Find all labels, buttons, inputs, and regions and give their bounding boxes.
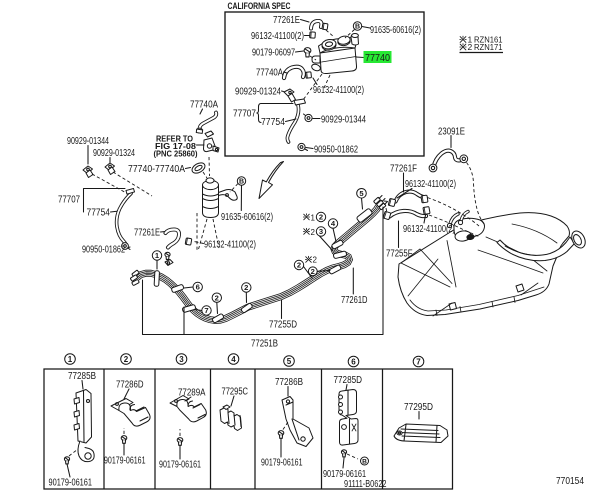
svg-text:90929-01324: 90929-01324 <box>93 148 135 159</box>
svg-text:6: 6 <box>196 283 200 292</box>
svg-text:90179-06097: 90179-06097 <box>252 48 295 59</box>
svg-text:77740A: 77740A <box>256 68 283 79</box>
svg-text:77255F: 77255F <box>386 249 413 260</box>
svg-text:90179-06161: 90179-06161 <box>159 460 201 471</box>
svg-text:77286B: 77286B <box>275 377 303 388</box>
svg-text:91635-60616(2): 91635-60616(2) <box>370 25 421 36</box>
svg-text:5: 5 <box>359 189 364 198</box>
svg-text:90179-06161: 90179-06161 <box>323 469 366 480</box>
svg-text:77754: 77754 <box>87 208 111 219</box>
svg-text:77251B: 77251B <box>251 339 278 350</box>
svg-text:2: 2 <box>319 213 323 222</box>
svg-text:B: B <box>355 24 360 31</box>
svg-text:1: 1 <box>68 355 73 364</box>
svg-text:77285B: 77285B <box>68 371 96 382</box>
svg-text:RZN161: RZN161 <box>474 35 503 45</box>
svg-text:91635-60616(2): 91635-60616(2) <box>221 212 273 223</box>
svg-text:77261F: 77261F <box>390 164 417 175</box>
svg-text:90179-06161: 90179-06161 <box>49 478 93 489</box>
svg-text:77261D: 77261D <box>341 295 368 306</box>
svg-text:23091E: 23091E <box>438 127 465 138</box>
svg-text:B: B <box>362 458 367 465</box>
svg-text:3: 3 <box>179 355 184 364</box>
svg-text:7: 7 <box>204 306 208 315</box>
svg-text:2: 2 <box>244 283 248 292</box>
svg-text:4: 4 <box>331 219 336 228</box>
svg-text:90950-01862: 90950-01862 <box>314 145 358 156</box>
svg-text:77740A: 77740A <box>190 100 218 111</box>
svg-text:1: 1 <box>468 35 473 45</box>
svg-text:RZN171: RZN171 <box>474 42 503 52</box>
svg-text:96132-41100(2): 96132-41100(2) <box>405 179 456 190</box>
svg-text:2: 2 <box>468 42 473 52</box>
svg-text:6: 6 <box>351 357 356 366</box>
svg-text:2: 2 <box>297 261 301 270</box>
svg-text:90929-01324: 90929-01324 <box>235 87 281 98</box>
svg-text:77707: 77707 <box>58 195 80 206</box>
svg-text:77295C: 77295C <box>222 387 249 398</box>
svg-text:77261E: 77261E <box>134 228 160 239</box>
svg-text:4: 4 <box>231 355 236 364</box>
svg-text:77255D: 77255D <box>269 320 297 331</box>
svg-text:3: 3 <box>319 227 323 236</box>
svg-text:770154: 770154 <box>556 476 584 487</box>
svg-text:96132-41100(2): 96132-41100(2) <box>251 31 304 42</box>
svg-text:2: 2 <box>215 293 219 302</box>
svg-text:90929-01344: 90929-01344 <box>67 136 109 147</box>
svg-text:77261E: 77261E <box>273 15 300 26</box>
svg-text:77740: 77740 <box>365 53 390 64</box>
svg-text:96132-41100(2): 96132-41100(2) <box>313 85 364 96</box>
svg-text:CALIFORNIA SPEC: CALIFORNIA SPEC <box>228 1 291 12</box>
svg-text:96132-41100(2): 96132-41100(2) <box>403 224 455 235</box>
svg-text:REFER TO: REFER TO <box>156 134 193 144</box>
svg-text:5: 5 <box>287 357 292 366</box>
svg-text:2: 2 <box>313 256 318 265</box>
svg-text:FIG 17-08: FIG 17-08 <box>155 141 196 151</box>
svg-text:90179-06161: 90179-06161 <box>104 456 146 467</box>
svg-text:90950-01862: 90950-01862 <box>82 245 125 256</box>
svg-text:77295D: 77295D <box>404 402 433 413</box>
svg-text:1: 1 <box>155 251 160 260</box>
svg-text:90929-01344: 90929-01344 <box>321 115 366 126</box>
svg-text:77707: 77707 <box>233 109 256 120</box>
svg-text:B: B <box>239 179 244 186</box>
svg-text:77740-77740A: 77740-77740A <box>128 164 185 175</box>
svg-text:77289A: 77289A <box>178 388 206 399</box>
svg-text:1: 1 <box>311 214 316 223</box>
svg-text:77286D: 77286D <box>116 380 144 391</box>
svg-text:7: 7 <box>416 357 421 366</box>
svg-text:2: 2 <box>124 355 129 364</box>
svg-text:96132-41100(2): 96132-41100(2) <box>204 240 256 251</box>
svg-text:(PNC 25860): (PNC 25860) <box>154 149 198 159</box>
svg-text:77754: 77754 <box>261 117 285 128</box>
svg-text:2: 2 <box>311 228 316 237</box>
svg-text:90179-06161: 90179-06161 <box>261 458 303 469</box>
svg-text:91111-B0622: 91111-B0622 <box>344 479 387 490</box>
svg-text:77285D: 77285D <box>334 375 363 386</box>
svg-text:2: 2 <box>311 267 315 276</box>
